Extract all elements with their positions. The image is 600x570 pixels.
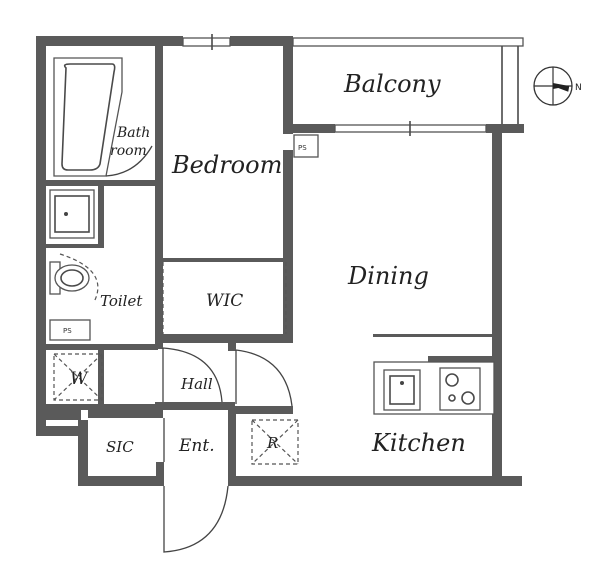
interior-walls: [46, 46, 494, 484]
wic-label: WIC: [206, 291, 243, 311]
entrance-door-swing: [163, 485, 229, 553]
toilet-label: Toilet: [100, 292, 143, 310]
sic-label: SIC: [106, 438, 134, 456]
balcony: [292, 37, 524, 124]
washbasin: [49, 189, 95, 239]
hall-door-swing: [162, 347, 223, 403]
kitchen-label: Kitchen: [371, 429, 466, 457]
washer-label: W: [70, 369, 89, 389]
bathroom-door-swing: [105, 145, 153, 177]
bathroom-label-line2: room: [110, 143, 147, 159]
toilet-door-swing: [59, 253, 99, 303]
pipe-space-label: PS: [63, 327, 72, 335]
compass: N: [533, 66, 582, 106]
dining-label: Dining: [347, 262, 429, 290]
pipe-space-bedroom: PS: [293, 134, 319, 158]
pipe-space-toilet: PS: [49, 319, 91, 341]
balcony-label: Balcony: [343, 70, 441, 98]
refrigerator-label: R: [266, 434, 278, 452]
windows: [182, 34, 487, 136]
entrance-label: Ent.: [178, 436, 215, 456]
hall-label: Hall: [180, 375, 213, 393]
outer-walls: [36, 36, 524, 486]
bedroom-label: Bedroom: [171, 151, 282, 179]
bathroom-label-line1: Bath: [116, 125, 150, 141]
kitchen-counter: [373, 361, 495, 415]
toilet-fixture: [49, 261, 90, 295]
bathtub: [53, 57, 123, 177]
north-label: N: [575, 83, 582, 93]
washer-space: [53, 353, 103, 401]
refrigerator-space: [251, 419, 299, 465]
pipe-space-label: PS: [298, 144, 307, 152]
wic-door-swing: [235, 349, 293, 407]
